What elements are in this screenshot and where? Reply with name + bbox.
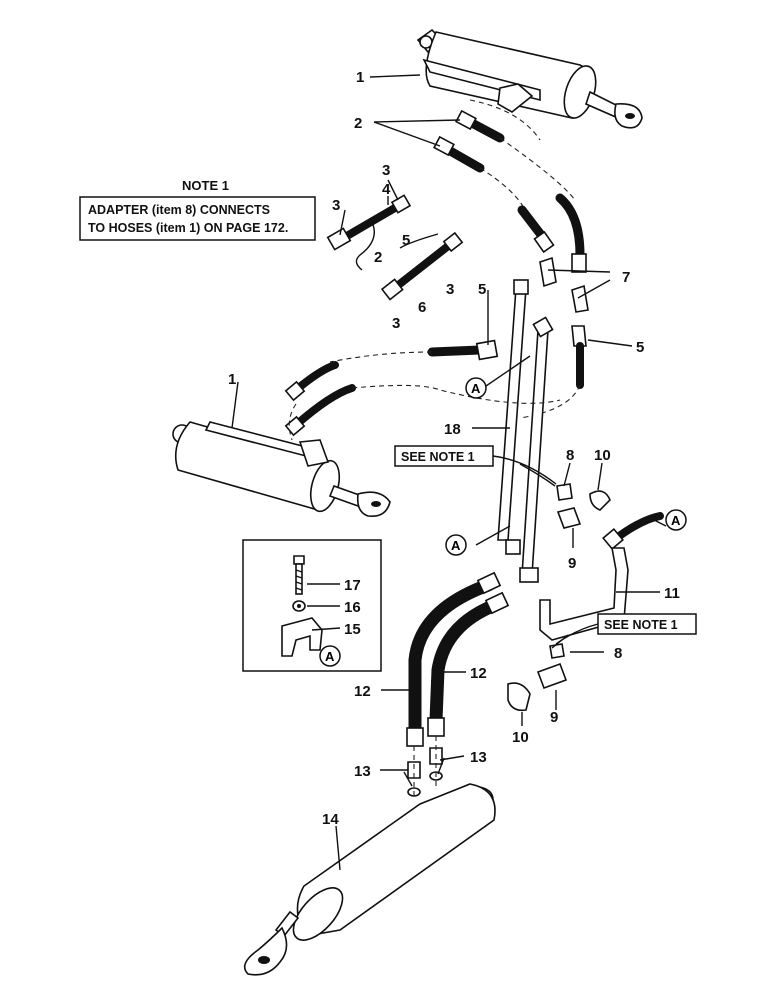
callout-13-left: 13 <box>354 763 371 780</box>
callout-8-lower: 8 <box>614 645 622 662</box>
callout-numbers: 1 2 3 4 3 2 5 3 6 3 5 7 5 18 1 8 10 9 11… <box>228 69 680 828</box>
long-hoses-12 <box>406 539 539 747</box>
ref-a-right-label: A <box>671 513 681 528</box>
note-1-line-2: TO HOSES (item 1) ON PAGE 172. <box>88 221 288 235</box>
right-hoses-tees <box>517 193 589 419</box>
upper-fittings <box>519 463 611 529</box>
ref-a-left: A <box>445 534 467 556</box>
callout-4: 4 <box>382 181 391 198</box>
middle-cylinder-hoses <box>284 361 561 441</box>
callout-16: 16 <box>344 599 361 616</box>
callout-10-lower: 10 <box>512 729 529 746</box>
ref-a-left-label: A <box>451 538 461 553</box>
lower-fittings <box>507 643 568 712</box>
callout-18: 18 <box>444 421 461 438</box>
callout-9-upper: 9 <box>568 555 576 572</box>
see-note-text-lower: SEE NOTE 1 <box>604 618 678 632</box>
callout-5-small: 5 <box>402 232 410 249</box>
callout-3-bottom: 3 <box>392 315 400 332</box>
callout-3-left: 3 <box>332 197 340 214</box>
callout-2-mid: 2 <box>374 249 382 266</box>
center-hose <box>329 339 499 363</box>
callout-14: 14 <box>322 811 339 828</box>
small-hose-assemblies <box>326 194 464 301</box>
callout-12-right: 12 <box>470 665 487 682</box>
top-cylinder-hose-fittings <box>433 99 576 211</box>
see-note-label-upper: SEE NOTE 1 <box>394 445 557 485</box>
bottom-cylinder <box>243 783 496 976</box>
callout-2-top: 2 <box>354 115 362 132</box>
ref-a-right: A <box>665 509 687 531</box>
note-1-title: NOTE 1 <box>182 178 229 193</box>
note-1-line-1: ADAPTER (item 8) CONNECTS <box>88 203 270 217</box>
callout-13-right: 13 <box>470 749 487 766</box>
callout-9-lower: 9 <box>550 709 558 726</box>
middle-cylinder <box>172 421 391 518</box>
top-cylinder <box>416 28 643 129</box>
ref-a-detail-label: A <box>325 649 335 664</box>
callout-7: 7 <box>622 269 630 286</box>
callout-8-upper: 8 <box>566 447 574 464</box>
callout-11: 11 <box>664 585 680 602</box>
ref-a-detail: A <box>319 645 341 667</box>
callout-6: 6 <box>418 299 426 316</box>
leader-lines <box>231 74 667 871</box>
ref-a-upper: A <box>465 377 487 399</box>
see-note-text-upper: SEE NOTE 1 <box>401 450 475 464</box>
adapters-13 <box>407 736 443 800</box>
note-1-box: NOTE 1 ADAPTER (item 8) CONNECTS TO HOSE… <box>79 178 316 241</box>
callout-5-right: 5 <box>636 339 644 356</box>
see-note-label-lower: SEE NOTE 1 <box>555 613 697 645</box>
callout-1-mid: 1 <box>228 371 236 388</box>
callout-1-top: 1 <box>356 69 364 86</box>
ref-a-upper-label: A <box>471 381 481 396</box>
callout-17: 17 <box>344 577 361 594</box>
callout-3-right: 3 <box>446 281 454 298</box>
callout-15: 15 <box>344 621 361 638</box>
callout-12-left: 12 <box>354 683 371 700</box>
callout-3-top: 3 <box>382 162 390 179</box>
callout-5-mid: 5 <box>478 281 486 298</box>
callout-10-upper: 10 <box>594 447 611 464</box>
